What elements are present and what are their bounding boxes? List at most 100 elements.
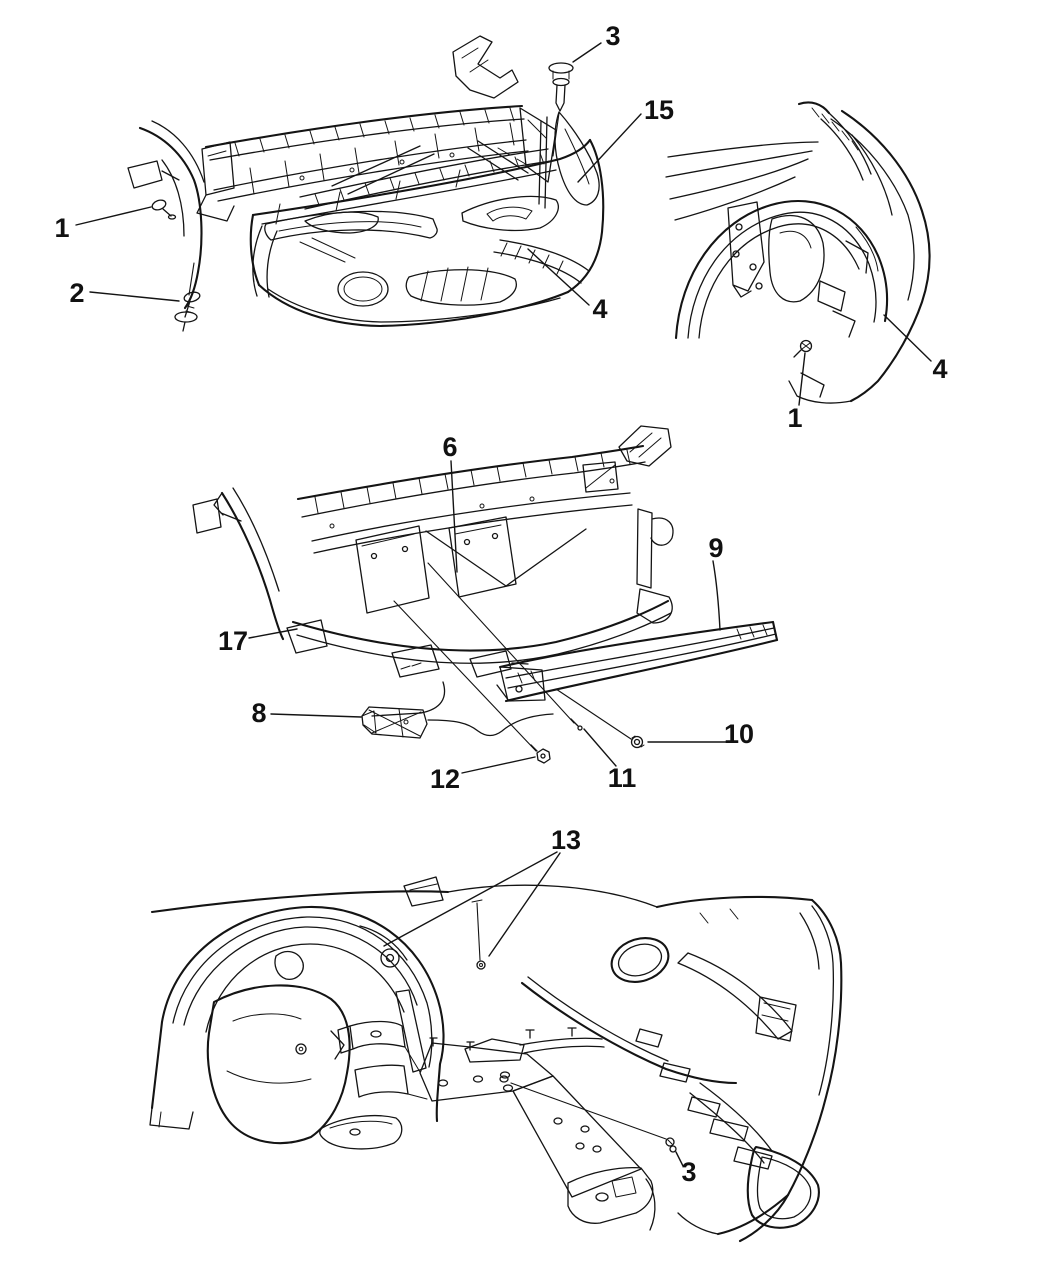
fender-stub-line bbox=[151, 120, 205, 183]
beam-band bbox=[299, 148, 549, 198]
pin-cap bbox=[548, 62, 574, 74]
inner-pocket bbox=[755, 996, 797, 1042]
closeout-strap bbox=[371, 681, 554, 737]
support-right-bracket-detail bbox=[527, 119, 547, 139]
clip-head bbox=[151, 199, 167, 211]
bracket-hole bbox=[749, 263, 757, 271]
nut-outer bbox=[630, 735, 644, 749]
wheel-arch-inner bbox=[183, 926, 418, 1026]
cowl-bracket bbox=[452, 35, 519, 99]
rail-foot-notch bbox=[611, 1176, 637, 1198]
callout-9-frame: 9 bbox=[708, 533, 724, 631]
frame-right-rail bbox=[636, 508, 674, 589]
rail-hole bbox=[553, 1117, 563, 1125]
bolt-hole bbox=[529, 496, 535, 502]
shield-notch bbox=[330, 1030, 345, 1060]
fascia-right-edge bbox=[738, 898, 843, 1243]
callout-label: 4 bbox=[592, 294, 607, 324]
bolt-hole bbox=[299, 175, 305, 181]
rail-plate bbox=[419, 1042, 554, 1102]
rail-hole bbox=[592, 1145, 602, 1153]
bracket-hole bbox=[732, 250, 740, 258]
fascia-top-edge bbox=[655, 895, 814, 909]
bolt-hole bbox=[349, 167, 355, 173]
plate-hole bbox=[463, 538, 471, 546]
fender-flag-bracket bbox=[127, 160, 180, 189]
rail-tail bbox=[645, 1178, 656, 1231]
fascia-crease bbox=[855, 226, 879, 272]
callout-label: 3 bbox=[605, 21, 620, 51]
frame-plate-a-detail bbox=[361, 533, 415, 547]
callout-label: 8 bbox=[251, 698, 266, 728]
callout-label: 17 bbox=[218, 626, 248, 656]
liner-crease bbox=[779, 230, 812, 249]
rail-hole bbox=[499, 1071, 511, 1079]
stud-11 bbox=[570, 718, 583, 731]
callout-1-side: 1 bbox=[787, 352, 806, 433]
leader-line bbox=[712, 560, 721, 631]
frame-v-brace bbox=[425, 528, 587, 587]
absorber-body bbox=[361, 706, 428, 739]
rail-hole bbox=[580, 1125, 590, 1133]
fascia-bottom-edge bbox=[257, 283, 570, 328]
screw-1-side bbox=[793, 339, 813, 358]
shield-lobe bbox=[206, 984, 351, 1145]
support-ribs bbox=[249, 122, 515, 195]
side-quarter-view bbox=[665, 101, 931, 404]
pillar-lines bbox=[538, 116, 548, 209]
bracket-links bbox=[404, 1046, 428, 1100]
screw-washer bbox=[669, 1145, 677, 1153]
fender-stub-crease bbox=[161, 159, 185, 237]
rail-hole bbox=[575, 1142, 585, 1150]
crossmember-left-foot bbox=[286, 619, 328, 654]
grommet-13-pin bbox=[479, 963, 483, 967]
support-left-box-detail bbox=[207, 150, 227, 157]
screw-threads bbox=[185, 305, 195, 314]
fender-top-edge bbox=[150, 890, 450, 914]
nut-inner bbox=[633, 738, 641, 746]
arch-top-bracket bbox=[359, 925, 408, 961]
lower-crossmember bbox=[291, 599, 670, 652]
wheel-arch-outer bbox=[674, 200, 889, 340]
tongue-hatch bbox=[400, 662, 422, 670]
inner-channel bbox=[677, 952, 793, 1040]
leader-line bbox=[577, 113, 642, 183]
plate-hole bbox=[370, 552, 378, 560]
leader-line bbox=[461, 756, 536, 774]
shield-grommet bbox=[295, 1043, 307, 1055]
fender-a-line bbox=[820, 112, 872, 181]
pin-locator-line bbox=[552, 112, 560, 157]
frame-reinforcement-view bbox=[192, 425, 779, 764]
fascia-left-edge bbox=[249, 213, 261, 287]
screw-tip bbox=[182, 321, 186, 332]
flange-pin bbox=[525, 1029, 535, 1039]
wheel-arch-lip bbox=[172, 916, 433, 1068]
wheelhouse-liner-view bbox=[149, 876, 843, 1243]
inner-pocket-ribs bbox=[761, 1002, 791, 1022]
fascia-side-inner bbox=[830, 118, 915, 301]
grommet-13 bbox=[476, 960, 486, 970]
hood-corner bbox=[403, 876, 444, 907]
plate-hole bbox=[401, 545, 409, 553]
frame-plate-a bbox=[355, 525, 430, 614]
fascia-slots bbox=[635, 1028, 773, 1170]
callout-4-side: 4 bbox=[883, 314, 948, 384]
callout-12-frame: 12 bbox=[430, 756, 536, 794]
frame-wing-hatch bbox=[629, 432, 662, 458]
support-hatch bbox=[234, 107, 515, 157]
fascia-left-wrap bbox=[252, 225, 278, 298]
callout-label: 1 bbox=[787, 403, 802, 433]
leader-line bbox=[883, 314, 932, 362]
fog-lamp-opening bbox=[337, 271, 389, 307]
stub-flag-bracket bbox=[192, 498, 242, 534]
fender-stub-mid bbox=[220, 491, 285, 641]
fender-peak bbox=[797, 101, 831, 115]
arch-roller-pin bbox=[385, 953, 395, 963]
screw-washer bbox=[174, 311, 198, 323]
callout-2-front: 2 bbox=[69, 278, 180, 308]
crossmember-right-hook bbox=[636, 588, 673, 624]
leader-line bbox=[75, 206, 152, 226]
fascia-right-crease bbox=[799, 912, 820, 970]
bolt-center bbox=[540, 753, 546, 759]
fascia-arch-edge-inner bbox=[527, 976, 669, 1062]
